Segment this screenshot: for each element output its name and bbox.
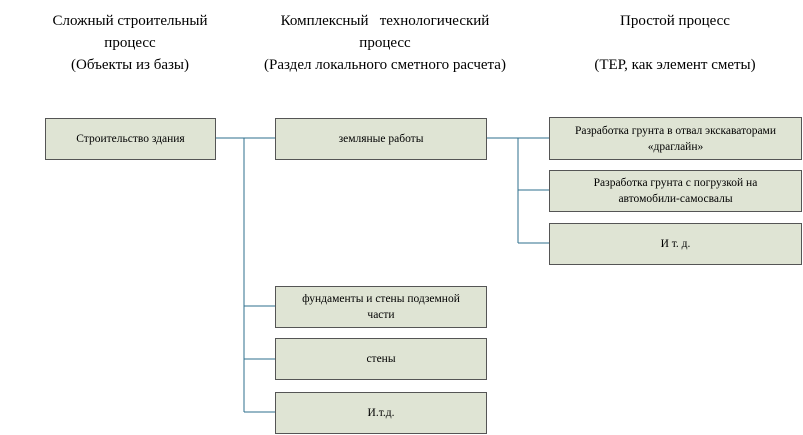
foundations-label-line1: фундаменты и стены подземной xyxy=(302,293,460,305)
header-tech-line1: Комплексный технологический xyxy=(280,13,490,29)
excavation-box: Разработка грунта в отвал экскаваторами … xyxy=(549,117,802,160)
header-tech-line3: (Раздел локального сметного расчета) xyxy=(264,57,506,73)
header-complex-line1: Сложный строительный xyxy=(52,13,208,29)
header-simple-process: Простой процесс (ТЕР, как элемент сметы) xyxy=(560,10,790,76)
earthworks-box: земляные работы xyxy=(275,118,487,160)
loading-label-line1: Разработка грунта с погрузкой на xyxy=(593,177,758,189)
building-construction-box: Строительство здания xyxy=(45,118,216,160)
header-complex-line3: (Объекты из базы) xyxy=(71,57,189,73)
loading-box: Разработка грунта с погрузкой на автомоб… xyxy=(549,170,802,212)
building-construction-label: Строительство здания xyxy=(76,133,185,145)
header-simple-line1: Простой процесс xyxy=(620,13,730,29)
header-complex-line2: процесс xyxy=(104,35,156,51)
loading-label-line2: автомобили-самосвалы xyxy=(618,193,733,205)
excavation-label-line1: Разработка грунта в отвал экскаваторами xyxy=(574,124,776,137)
header-complex-process: Сложный строительный процесс (Объекты из… xyxy=(20,10,240,76)
header-tech-line2: процесс xyxy=(359,35,411,51)
foundations-label-line2: части xyxy=(367,309,395,321)
walls-label: стены xyxy=(366,353,396,365)
foundations-box: фундаменты и стены подземной части xyxy=(275,286,487,328)
header-simple-line3: (ТЕР, как элемент сметы) xyxy=(594,57,756,73)
header-technological-process: Комплексный технологический процесс (Раз… xyxy=(232,10,538,76)
etc-level3-label: И т. д. xyxy=(660,238,691,250)
etc-level3-box: И т. д. xyxy=(549,223,802,265)
etc-level2-box: И.т.д. xyxy=(275,392,487,434)
walls-box: стены xyxy=(275,338,487,380)
etc-level2-label: И.т.д. xyxy=(367,407,395,419)
earthworks-label: земляные работы xyxy=(338,133,424,145)
excavation-label-line2: «драглайн» xyxy=(647,140,704,153)
